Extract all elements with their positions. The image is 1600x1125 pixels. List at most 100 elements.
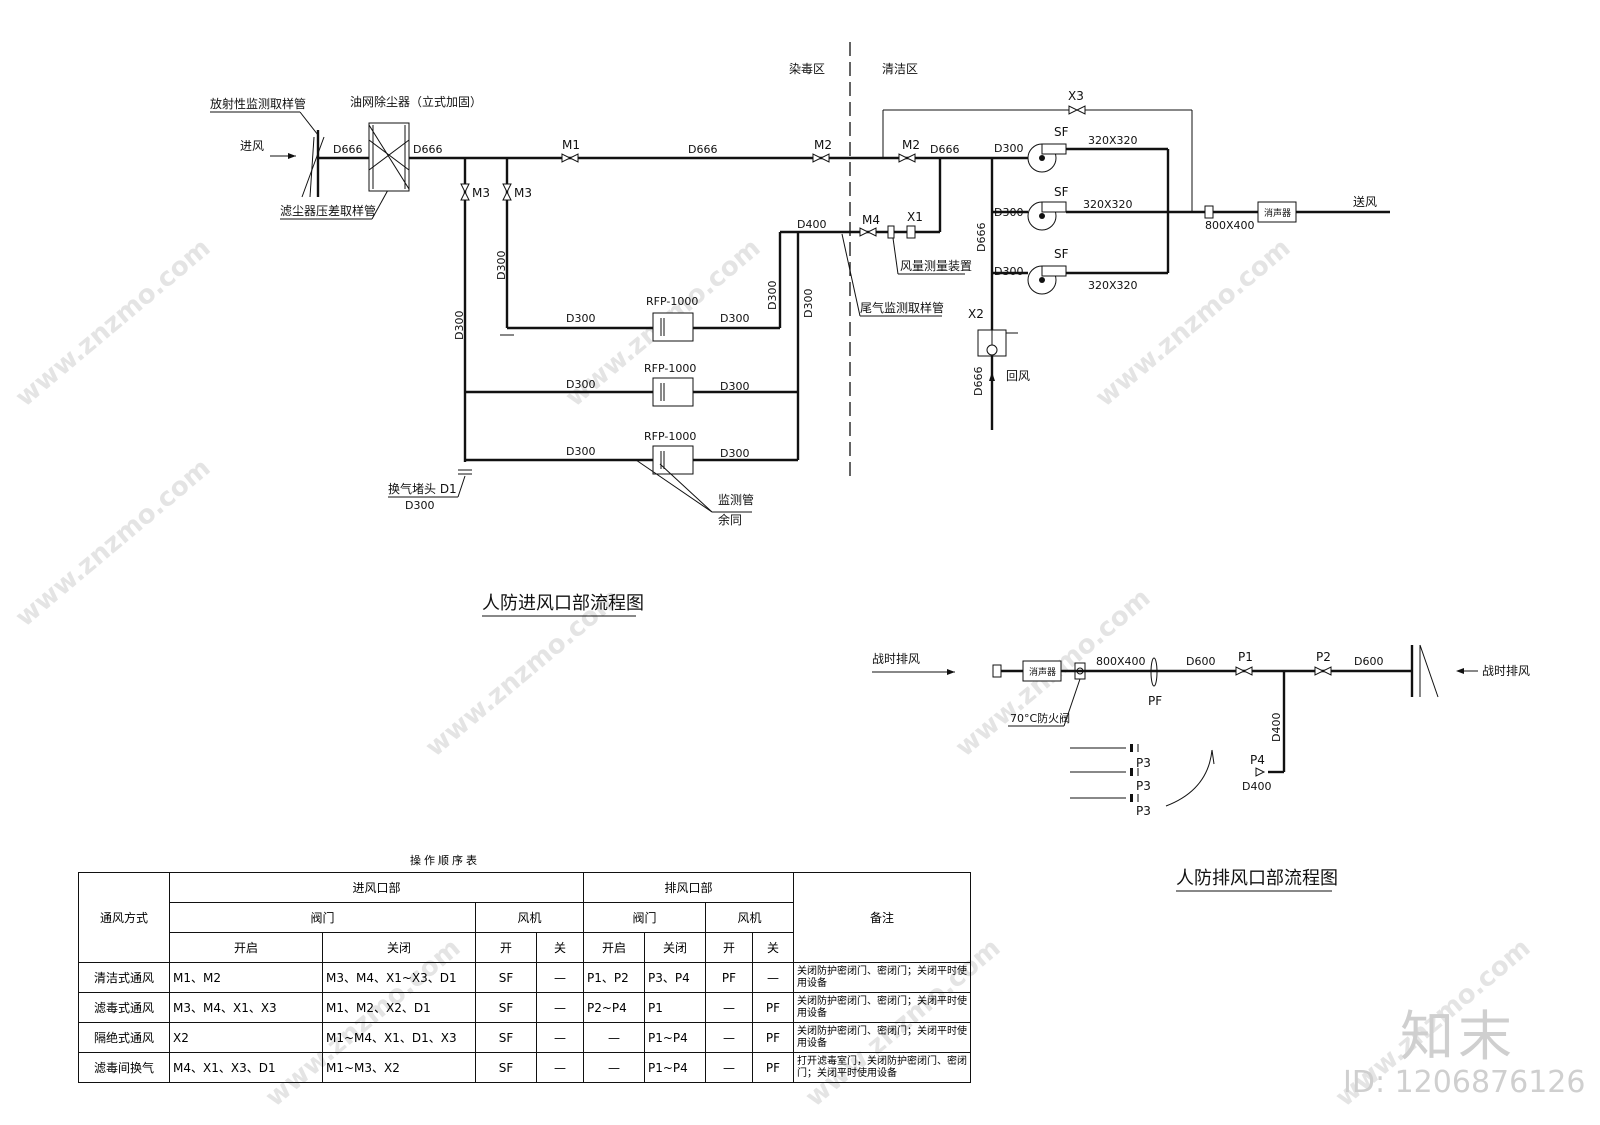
size-label: D300 [720,380,749,393]
size-label: D300 [453,311,466,340]
cell: P1~P4 [644,1052,706,1083]
table-row: 滤毒间换气 M4、X1、X3、D1 M1~M3、X2 SF — — P1~P4 … [78,1052,971,1083]
valve-m3-label: M3 [472,186,490,200]
valve-m2-label: M2 [814,138,832,152]
size-label: D400 [797,218,826,231]
header-mode: 通风方式 [78,872,170,963]
cell-mode: 隔绝式通风 [78,1022,170,1053]
fan-sf [1027,265,1067,295]
size-label: D300 [720,447,749,460]
cell: P2~P4 [583,992,645,1023]
valve-p4-label: P4 [1250,753,1265,767]
fan-sf-label: SF [1054,247,1069,261]
size-label: D666 [975,223,988,252]
cell: — [536,1022,584,1053]
fan-pf-label: PF [1148,694,1162,708]
table-row: 滤毒式通风 M3、M4、X1、X3 M1、M2、X2、D1 SF — P2~P4… [78,992,971,1023]
main-size-label: 800X400 [1205,219,1255,232]
cell: SF [475,992,537,1023]
tail-gas-label: 尾气监测取样管 [860,300,944,315]
header-off: 关 [752,932,794,963]
radio-sample-label: 放射性监测取样管 [210,96,306,111]
size-label: D600 [1354,655,1383,668]
cell: — [583,1022,645,1053]
cell-mode: 滤毒间换气 [78,1052,170,1083]
rfp-filter [652,312,694,342]
war-exhaust-label: 战时排风 [872,652,920,666]
rfp-label: RFP-1000 [644,430,696,443]
size-label: D600 [1186,655,1215,668]
size-label: D300 [994,265,1023,278]
header-on: 开 [475,932,537,963]
table-row: 清洁式通风 M1、M2 M3、M4、X1~X3、D1 SF — P1、P2 P3… [78,962,971,993]
cell: — [536,962,584,993]
plug-size-label: D300 [405,499,434,512]
cell: P1 [644,992,706,1023]
cell: — [583,1052,645,1083]
monitor-rest-label: 余同 [718,512,742,527]
valve-p3-label: P3 [1136,756,1151,770]
cell: SF [475,1052,537,1083]
size-label: D300 [720,312,749,325]
valve-m2-label: M2 [902,138,920,152]
duct-size-label: 320X320 [1088,134,1138,147]
cell: — [705,1052,753,1083]
exhaust-diagram: 战时排风 消声器 800X400 PF D600 P1 P2 D600 战时排风… [872,644,1530,892]
size-label: D400 [1242,780,1271,793]
size-label: D666 [413,143,442,156]
rfp-filter [652,445,694,475]
header-off: 关 [536,932,584,963]
table-row: 隔绝式通风 X2 M1~M4、X1、D1、X3 SF — — P1~P4 — P… [78,1022,971,1053]
fan-sf-label: SF [1054,185,1069,199]
zone-clean-label: 清洁区 [882,62,918,76]
cell-mode: 滤毒式通风 [78,992,170,1023]
size-label: D666 [972,367,985,396]
header-remark: 备注 [793,872,971,963]
rfp-filter [652,377,694,407]
cell: SF [475,962,537,993]
table-title: 操作顺序表 [410,854,480,867]
valve-m4-label: M4 [862,213,880,227]
header-fan: 风机 [705,902,794,933]
cell: — [705,1022,753,1053]
size-label: D666 [930,143,959,156]
size-label: D300 [566,312,595,325]
size-label: D400 [1270,713,1283,742]
cell: M3、M4、X1~X3、D1 [322,962,476,993]
duct-size-label: 320X320 [1088,279,1138,292]
cell: — [536,992,584,1023]
header-valve: 阀门 [583,902,706,933]
cell: PF [752,1052,794,1083]
size-label: D300 [495,251,508,280]
zone-dirty-label: 染毒区 [789,61,825,76]
cell: SF [475,1022,537,1053]
valve-p3-label: P3 [1136,804,1151,818]
fire-damper-label: 70°C防火阀 [1010,711,1070,725]
cell: M1、M2、X2、D1 [322,992,476,1023]
size-label: D300 [566,378,595,391]
cell: PF [705,962,753,993]
valve-m3-label: M3 [514,186,532,200]
header-exhaust: 排风口部 [583,872,794,903]
fan-sf-label: SF [1054,125,1069,139]
return-air-label: 回风 [1006,369,1030,383]
cell-remark: 关闭防护密闭门、密闭门；关闭平时使用设备 [793,992,971,1023]
filter-diff-label: 滤尘器压差取样管 [280,203,376,218]
valve-p2-label: P2 [1316,650,1331,664]
header-close: 关闭 [322,932,476,963]
cell-remark: 关闭防护密闭门、密闭门；关闭平时使用设备 [793,962,971,993]
fan-sf [1027,201,1067,231]
id-label: ID: 1206876126 [1343,1065,1586,1100]
size-label: D666 [333,143,362,156]
cell-remark: 关闭防护密闭门、密闭门；关闭平时使用设备 [793,1022,971,1053]
header-close: 关闭 [644,932,706,963]
valve-x3-label: X3 [1068,89,1084,103]
size-label: D300 [994,142,1023,155]
header-open: 开启 [583,932,645,963]
size-label: D300 [566,445,595,458]
valve-p3-label: P3 [1136,779,1151,793]
header-intake: 进风口部 [169,872,584,903]
cell: M1、M2 [169,962,323,993]
cell: P1~P4 [644,1022,706,1053]
